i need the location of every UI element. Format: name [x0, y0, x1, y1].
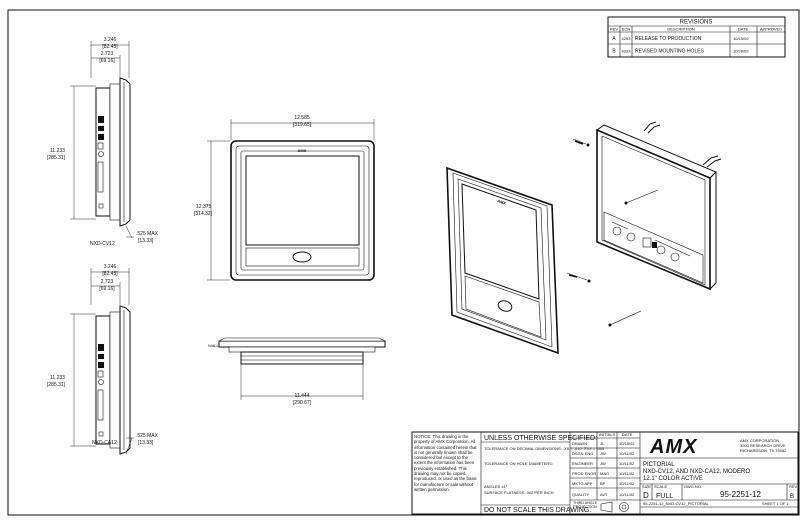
appr-date-4: 10/11/02	[619, 481, 635, 486]
drawing-desc1: NXD-CV12, AND NXD-CA12, MODERO	[643, 469, 750, 475]
dim-front-height-mm: [314.32]	[194, 211, 213, 217]
dim-front-width: 12.585	[294, 115, 310, 121]
rev-header-approved: APPROVED	[760, 27, 782, 32]
dim-side-inner-2: 2.723	[101, 279, 114, 285]
front-logo: AMX	[298, 148, 307, 153]
dim-side-depth-mm: [82.45]	[102, 44, 118, 50]
isometric-front-view: AMX	[446, 166, 559, 355]
appr-header-date: DATE	[622, 432, 633, 437]
rev-header-desc: DESCRIPTION	[667, 27, 694, 32]
dim-side-max-2: .525 MAX	[136, 433, 159, 439]
appr-init-3: MAG	[600, 471, 609, 476]
rev-row-a-rev: A	[612, 36, 616, 42]
dim-side-inner-mm-2: [69.16]	[99, 286, 115, 292]
bottom-view: WALL 11.444 [290.67]	[208, 337, 386, 406]
appr-header-init: INITIALS	[599, 432, 616, 437]
revisions-title: REVISIONS	[680, 20, 713, 26]
dim-side-height-mm: [285.31]	[47, 155, 66, 161]
dim-side-inner-mm: [69.16]	[99, 58, 115, 64]
notice-text: NOTICE: This drawing is the property of …	[414, 434, 477, 492]
file-name: 95-2251-12_NXD-CV12_PICTORIAL	[643, 501, 710, 506]
sheet-number: SHEET 1 OF 1	[762, 501, 789, 506]
rev-row-a-ecn: 4253	[622, 36, 632, 41]
side-view-ca12: 3.246 [82.45] 2.723 [69.16] 11.233 [285.…	[47, 264, 159, 455]
dim-front-width-mm: [319.65]	[293, 122, 312, 128]
revisions-table: REVISIONS REV ECN DESCRIPTION DATE APPRO…	[607, 16, 786, 58]
title-block: NOTICE: This drawing is the property of …	[411, 431, 799, 515]
dim-side-height-mm-2: [285.31]	[47, 382, 66, 388]
dim-side-depth-2: 3.246	[104, 264, 117, 270]
iso-front-logo: AMX	[497, 198, 507, 206]
front-view: 12.585 [319.65] 12.375 [314.32] AMX	[194, 115, 375, 281]
appr-init-4: BP	[600, 481, 606, 486]
appr-role-3: PROD ENGR	[572, 471, 596, 476]
spec-line3: ANGLES ±1°	[484, 484, 508, 489]
dim-bottom-width: 11.444	[295, 393, 310, 399]
dim-side-height: 11.233	[50, 148, 65, 154]
spec-line1: TOLERANCE ON DECIMAL DIMENSIONS: .XX = .…	[484, 446, 605, 451]
appr-init-5: AVT	[600, 492, 608, 497]
appr-date-2: 10/11/02	[619, 461, 635, 466]
appr-date-1: 10/11/02	[619, 451, 635, 456]
spec-line4: SURFACE FLATNESS .002 PER INCH	[484, 490, 554, 495]
dim-front-height: 12.375	[196, 204, 212, 210]
rev-header-date: DATE	[738, 27, 749, 32]
dim-side-inner: 2.723	[101, 51, 114, 57]
rev-row-b-date: 10/28/02	[733, 49, 749, 54]
company-addr1: 3000 RESEARCH DRIVE	[740, 443, 786, 448]
size-value: D	[643, 491, 649, 500]
size-label: SIZE	[642, 484, 651, 489]
appr-role-5: QUALITY	[572, 492, 589, 497]
appr-role-1: DSGN ENG	[572, 451, 593, 456]
rev-row-b-rev: B	[612, 49, 616, 55]
isometric-backbox-view	[566, 121, 722, 327]
dim-bottom-width-mm: [290.67]	[293, 400, 312, 406]
amx-logo: AMX	[649, 436, 698, 458]
rev-header-ecn: ECN	[622, 27, 631, 32]
rev-row-a-date: 10/15/02	[733, 36, 749, 41]
dim-side-max-mm-2: [13.33]	[138, 440, 154, 446]
dim-side-max: .525 MAX	[136, 231, 159, 237]
appr-role-0: DRAWN	[572, 441, 587, 446]
projection-label: THIRD ANGLE PROJECTION	[573, 501, 597, 510]
scale-value: FULL	[656, 493, 673, 500]
appr-role-2: ENGINEER	[572, 461, 593, 466]
rev-row-a-desc: RELEASE TO PRODUCTION	[635, 36, 702, 42]
dwg-label: DWG NO.	[684, 484, 702, 489]
dim-side-height-2: 11.233	[50, 375, 65, 381]
scale-label: SCALE	[654, 484, 667, 489]
spec-title: UNLESS OTHERWISE SPECIFIED:	[484, 435, 597, 442]
spec-footer: DO NOT SCALE THIS DRAWING.	[484, 507, 591, 514]
appr-date-5: 10/11/02	[619, 492, 635, 497]
projection-symbol	[600, 501, 629, 513]
rev-label: REV	[789, 484, 798, 489]
wall-label: WALL	[208, 343, 220, 348]
company-addr2: RICHARDSON, TX 75082	[740, 448, 787, 453]
drawing-type: PICTORIAL	[643, 462, 675, 468]
appr-init-1: JW	[600, 451, 606, 456]
rev-header-rev: REV	[610, 27, 619, 32]
dwg-number: 95-2251-12	[720, 490, 761, 499]
rev-row-b-desc: REVISED MOUNTING HOLES	[635, 49, 705, 55]
dim-side-depth: 3.246	[104, 37, 117, 43]
dim-side-max-mm: [13.33]	[138, 238, 154, 244]
sheet-border	[7, 9, 800, 516]
model-label-cv12: NXD-CV12	[90, 241, 115, 247]
dim-side-depth-mm-2: [82.45]	[102, 271, 118, 277]
rev-row-b-ecn: 4333	[622, 49, 632, 54]
spec-line2: TOLERANCE ON HOLE DIAMETERS:	[484, 461, 553, 466]
appr-init-2: JW	[600, 461, 606, 466]
side-view-cv12: 3.246 [82.45] 2.723 [69.16] 11.233 [285.…	[47, 37, 159, 247]
appr-init-0: JL	[600, 441, 605, 446]
appr-role-4: MKTG APP	[572, 481, 593, 486]
appr-date-3: 10/11/02	[619, 471, 635, 476]
drawing-desc2: 12.1" COLOR ACTIVE	[643, 476, 703, 482]
appr-date-0: 10/15/02	[619, 441, 635, 446]
model-label-ca12: NXD-CA12	[92, 440, 117, 446]
rev-value: B	[790, 494, 794, 500]
company-name: AMX CORPORATION	[740, 438, 779, 443]
